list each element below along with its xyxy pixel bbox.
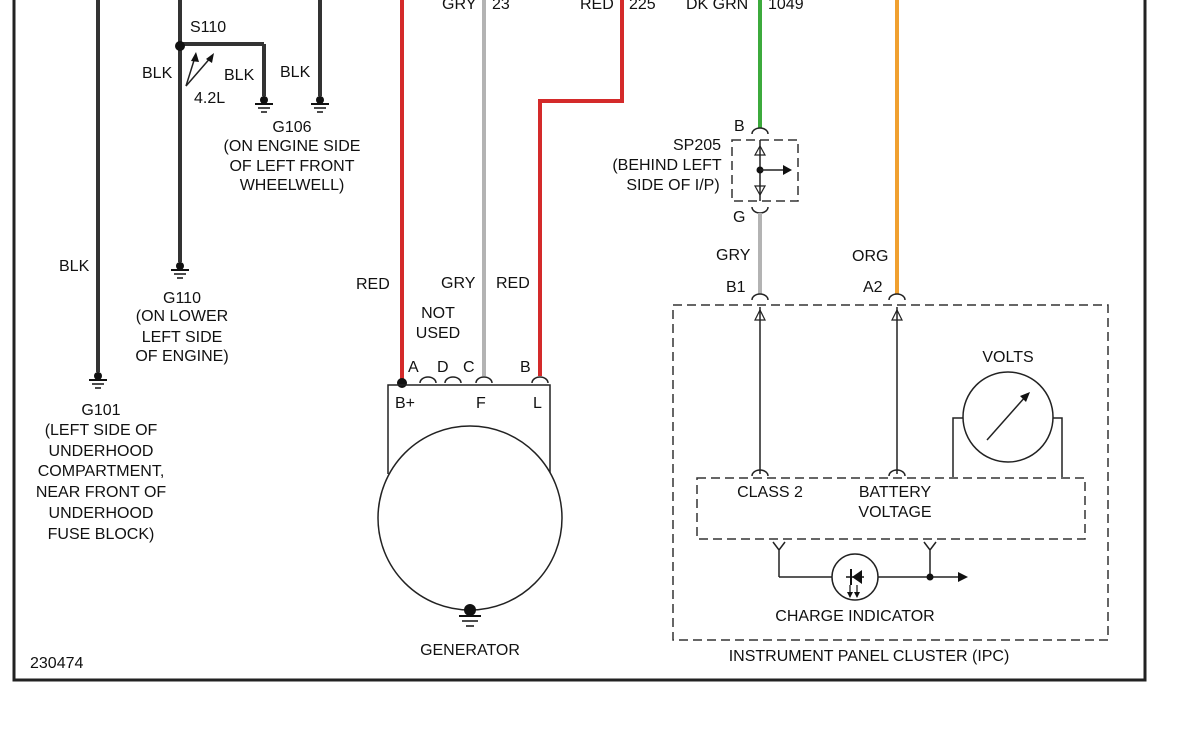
not-used-label: USED: [416, 325, 460, 342]
diagram-number: 230474: [30, 655, 83, 672]
gen-gry-label: GRY: [441, 275, 476, 292]
gauge-needle-tip-icon: [1020, 392, 1030, 402]
fork-pin-left-icon: [772, 541, 786, 577]
g101-desc: NEAR FRONT OF: [36, 484, 167, 501]
engine-option-label: 4.2L: [194, 90, 225, 107]
junction-dot: [926, 573, 934, 581]
blk-label: BLK: [224, 67, 255, 84]
volts-label: VOLTS: [982, 349, 1033, 366]
diagram-frame: [12, 0, 1147, 682]
class2-pin: [751, 469, 769, 477]
sp205-pin-g-label: G: [733, 209, 745, 226]
connector-pin-f: [475, 376, 493, 384]
option-arrowhead-icon: [206, 53, 214, 63]
g106-desc: (ON ENGINE SIDE: [224, 138, 361, 155]
blk-label: BLK: [142, 65, 173, 82]
blk-label: BLK: [280, 64, 311, 81]
g101-desc: FUSE BLOCK): [48, 526, 155, 543]
g101-desc: COMPARTMENT,: [38, 463, 165, 480]
arrow-up-icon: [891, 308, 903, 321]
g106-desc: WHEELWELL): [240, 177, 345, 194]
sp205-id: SP205: [673, 137, 721, 154]
top-red-label: RED: [580, 0, 614, 13]
battery-voltage-label: BATTERY: [859, 484, 932, 501]
bplus-terminal-dot: [397, 378, 407, 388]
g101-id: G101: [81, 402, 120, 419]
pin-a: A: [408, 359, 419, 376]
pin-b1-label: B1: [726, 279, 746, 296]
gen-red-label: RED: [496, 275, 530, 292]
top-dkgrn-label: DK GRN: [686, 0, 748, 13]
ground-symbol-icon: [171, 262, 189, 279]
ipc-label: INSTRUMENT PANEL CLUSTER (IPC): [729, 648, 1010, 665]
g110-id: G110: [163, 290, 201, 307]
generator-circle: [377, 425, 563, 611]
pin-d: D: [437, 359, 449, 376]
arrow-right-icon: [958, 572, 968, 582]
top-red-num: 225: [629, 0, 656, 13]
led-icon: [846, 569, 864, 598]
arrow-up-icon: [753, 144, 767, 156]
sp205-pin-g: [751, 206, 769, 214]
battery-voltage-label: VOLTAGE: [858, 504, 931, 521]
connector-pin-d: [419, 376, 437, 384]
top-dkgrn-num: 1049: [768, 0, 804, 13]
class2-label: CLASS 2: [737, 484, 803, 501]
terminal-bplus: B+: [395, 395, 415, 412]
arrow-up-icon: [754, 308, 766, 321]
s110-splice-dot: [175, 41, 185, 51]
g110-desc: (ON LOWER: [136, 308, 228, 325]
arrow-right-icon: [783, 165, 792, 175]
gen-red-label: RED: [356, 276, 390, 293]
sp205-splice-box: [731, 139, 799, 202]
ground-symbol-icon: [89, 372, 107, 389]
option-arrowhead-icon: [191, 52, 199, 62]
pin-c: C: [463, 359, 475, 376]
gauge-housing: [952, 417, 1063, 477]
g106-id: G106: [272, 119, 311, 136]
ground-symbol-icon: [311, 96, 329, 113]
ipc-org-label: ORG: [852, 248, 888, 265]
s110-label: S110: [190, 19, 226, 36]
option-arrow-icon: [185, 55, 213, 87]
generator-housing: [387, 384, 551, 474]
g106-desc: OF LEFT FRONT: [229, 158, 354, 175]
red-wire-l: [538, 0, 624, 376]
ipc-gry-label: GRY: [716, 247, 751, 264]
ipc-pin-a2: [888, 293, 906, 301]
terminal-f: F: [476, 395, 486, 412]
g110-desc: LEFT SIDE: [142, 329, 223, 346]
ipc-box: [672, 304, 1109, 641]
g101-desc: UNDERHOOD: [49, 443, 154, 460]
fork-pin-right-icon: [923, 541, 937, 577]
charge-indicator-label: CHARGE INDICATOR: [775, 608, 934, 625]
g101-desc: (LEFT SIDE OF: [45, 422, 158, 439]
top-gry-label: GRY: [442, 0, 477, 13]
g101-desc: UNDERHOOD: [49, 505, 154, 522]
ground-symbol-icon: [255, 96, 273, 113]
sp205-desc: (BEHIND LEFT: [612, 157, 722, 174]
top-gry-num: 23: [492, 0, 510, 13]
arrow-down-icon: [753, 185, 767, 197]
sp205-pin-b-label: B: [734, 118, 745, 135]
generator-label: GENERATOR: [420, 642, 520, 659]
connector-pin-l: [531, 376, 549, 384]
blk-label: BLK: [59, 258, 90, 275]
g110-desc: OF ENGINE): [135, 348, 228, 365]
battery-pin: [888, 469, 906, 477]
terminal-l: L: [533, 395, 542, 412]
generator-ground-icon: [459, 604, 481, 627]
not-used-label: NOT: [421, 305, 455, 322]
connector-pin-c: [444, 376, 462, 384]
sp205-pin-b: [751, 127, 769, 135]
sp205-desc: SIDE OF I/P): [626, 177, 719, 194]
ipc-pin-b1: [751, 293, 769, 301]
pin-b: B: [520, 359, 531, 376]
gauge-needle: [986, 395, 1027, 441]
pin-a2-label: A2: [863, 279, 883, 296]
